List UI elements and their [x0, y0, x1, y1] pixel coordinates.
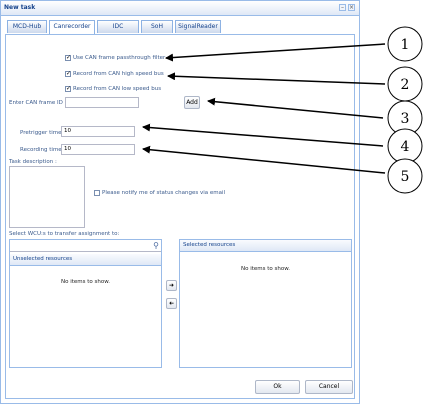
callout-number-1: 1: [401, 37, 410, 53]
canrecorder-panel: [5, 35, 355, 399]
pretrigger-time-label: Pretrigger time :: [20, 130, 66, 136]
low-speed-bus-label: Record from CAN low speed bus: [73, 86, 162, 92]
move-left-button[interactable]: ➜: [166, 298, 177, 309]
task-description-textarea[interactable]: [9, 166, 85, 228]
high-speed-bus-checkbox[interactable]: ✓: [65, 70, 72, 77]
callout-circle-5: [387, 158, 423, 194]
selected-resources-header: Selected resources: [180, 240, 351, 252]
callout-number-5: 5: [401, 169, 410, 185]
tab-soh[interactable]: SoH: [141, 20, 173, 33]
tab-strip: MCD-Hub Canrecorder IDC SoH SignalReader: [5, 17, 355, 35]
ok-button[interactable]: Ok: [255, 380, 300, 394]
add-button[interactable]: Add: [184, 96, 200, 109]
tab-idc[interactable]: IDC: [97, 20, 139, 33]
minimize-icon[interactable]: –: [339, 4, 346, 11]
select-wcu-label: Select WCU:s to transfer assignment to:: [9, 231, 120, 237]
tab-signalreader[interactable]: SignalReader: [175, 20, 221, 33]
callout-arrow-1: [165, 43, 386, 62]
close-icon[interactable]: ×: [348, 4, 355, 11]
pretrigger-time-input[interactable]: 10: [61, 126, 135, 137]
selected-empty-text: No items to show.: [241, 266, 290, 272]
notify-email-label: Please notify me of status changes via e…: [102, 190, 226, 196]
recording-time-input[interactable]: 10: [61, 144, 135, 155]
search-icon[interactable]: ⚲: [153, 241, 159, 250]
move-right-button[interactable]: ➜: [166, 280, 177, 291]
callout-arrow-3: [207, 97, 384, 119]
selected-resources-panel: Selected resources No items to show.: [179, 239, 352, 368]
task-description-label: Task description :: [9, 159, 57, 165]
window-titlebar: New task – ×: [1, 1, 359, 16]
callout-arrow-5: [142, 145, 386, 174]
callout-number-2: 2: [401, 77, 410, 93]
cancel-button[interactable]: Cancel: [305, 380, 353, 394]
new-task-window: New task – × MCD-Hub Canrecorder IDC SoH…: [0, 0, 360, 404]
high-speed-bus-label: Record from CAN high speed bus: [73, 71, 164, 77]
callout-circle-1: [387, 26, 423, 62]
callout-number-3: 3: [401, 111, 410, 127]
unselected-resources-panel: ⚲ Unselected resources No items to show.: [9, 239, 162, 368]
can-frame-id-label: Enter CAN frame ID :: [9, 100, 67, 106]
tab-mcd-hub[interactable]: MCD-Hub: [7, 20, 47, 33]
passthrough-filter-checkbox[interactable]: ✓: [65, 54, 72, 61]
notify-email-checkbox[interactable]: [94, 190, 100, 196]
callout-arrow-2: [167, 72, 386, 85]
unselected-empty-text: No items to show.: [61, 279, 110, 285]
callout-arrow-4: [142, 123, 384, 147]
can-frame-id-input[interactable]: [65, 97, 139, 108]
recording-time-label: Recording time :: [20, 147, 66, 153]
tab-canrecorder[interactable]: Canrecorder: [49, 20, 95, 34]
callout-number-4: 4: [401, 139, 410, 155]
passthrough-filter-label: Use CAN frame passthrough filter: [73, 55, 166, 61]
resource-search-input[interactable]: [10, 240, 161, 252]
window-title: New task: [4, 4, 36, 11]
unselected-resources-header: Unselected resources: [10, 254, 161, 266]
arrow-right-icon: ➜: [168, 282, 175, 289]
low-speed-bus-checkbox[interactable]: ✓: [65, 85, 72, 92]
